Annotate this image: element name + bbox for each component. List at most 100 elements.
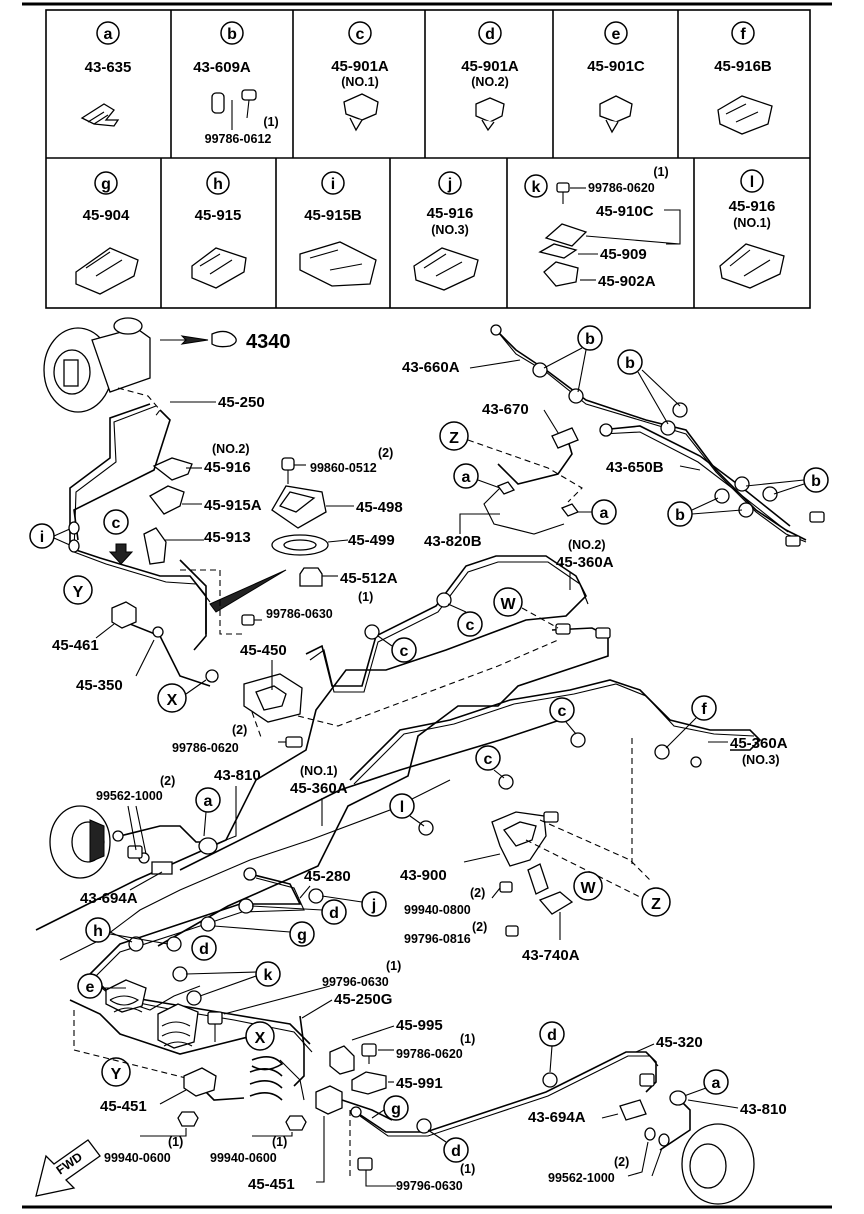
- front-brake-pipes: [69, 403, 211, 687]
- svg-text:Y: Y: [111, 1066, 122, 1083]
- callout-X-upper: X: [157, 679, 207, 713]
- svg-text:l: l: [750, 174, 754, 191]
- svg-text:a: a: [462, 469, 471, 486]
- label-45-450: 45-450: [240, 642, 287, 659]
- label-45-499: 45-499: [348, 532, 395, 549]
- svg-text:(1): (1): [272, 1135, 287, 1149]
- svg-text:j: j: [371, 897, 376, 914]
- bolt-icon: [556, 182, 570, 193]
- label-99786-0630: 99786-0630: [266, 607, 333, 621]
- parts-catalog-grid: [45, 9, 811, 309]
- bolt-icon: [357, 1157, 373, 1171]
- clip-icon: [599, 95, 633, 123]
- callout-c-mid-2: c: [377, 635, 417, 663]
- label-43-810-right: 43-810: [740, 1101, 787, 1118]
- catalog-cell-d: d 45-901A (NO.2): [461, 21, 519, 132]
- callout-c-rear-1: c: [549, 697, 577, 735]
- svg-text:b: b: [585, 331, 595, 348]
- catalog-letter: a: [104, 26, 113, 43]
- svg-text:(NO.1): (NO.1): [341, 75, 379, 89]
- clip-icon: [719, 243, 785, 289]
- callout-a-upper-2: a: [574, 499, 617, 525]
- label-45-250G: 45-250G: [334, 991, 392, 1008]
- svg-text:d: d: [199, 941, 209, 958]
- callout-h: h: [85, 917, 169, 945]
- callout-g-lower: g: [371, 1095, 409, 1121]
- catalog-cell-f: f 45-916B: [714, 21, 773, 135]
- callout-c-rear-2: c: [475, 745, 505, 779]
- svg-text:h: h: [93, 923, 103, 940]
- svg-text:99786-0620: 99786-0620: [588, 181, 655, 195]
- label-45-512A: 45-512A: [340, 570, 398, 587]
- callout-a-lower-left: a: [195, 787, 221, 837]
- clip-icon: [152, 457, 193, 481]
- svg-text:(NO.3): (NO.3): [431, 223, 469, 237]
- svg-text:b: b: [811, 473, 821, 490]
- svg-text:(1): (1): [386, 959, 401, 973]
- svg-text:(NO.3): (NO.3): [742, 753, 780, 767]
- callout-d-lower: d: [539, 1021, 565, 1073]
- brake-booster-icon: [43, 317, 161, 419]
- label-43-660A: 43-660A: [402, 359, 460, 376]
- callout-g-mid: g: [213, 921, 315, 947]
- label-45-913: 45-913: [204, 529, 251, 546]
- svg-text:W: W: [580, 880, 596, 897]
- callout-i: i: [29, 521, 80, 553]
- label-99796-0816: 99796-0816: [404, 932, 471, 946]
- label-99562-1000-right: 99562-1000: [548, 1171, 615, 1185]
- label-45-320: 45-320: [656, 1034, 703, 1051]
- nut-icon: [285, 1115, 307, 1131]
- coil-pipe-right: [157, 1003, 199, 1049]
- clip-icon: [149, 485, 185, 515]
- callout-Z-lower: Z: [641, 887, 671, 917]
- label-99796-0630: 99796-0630: [322, 975, 389, 989]
- clip-icon: [299, 241, 377, 287]
- svg-text:f: f: [701, 701, 707, 718]
- svg-text:(NO.2): (NO.2): [212, 442, 250, 456]
- hand-pointer-icon: [160, 330, 237, 348]
- label-45-498: 45-498: [356, 499, 403, 516]
- k-part-45-909: 45-909: [600, 246, 647, 263]
- block-45-451-left: [183, 1067, 217, 1097]
- clip-icon: [75, 247, 139, 295]
- rear-upper-pipes: [483, 329, 807, 543]
- svg-text:a: a: [204, 793, 213, 810]
- block-45-451-right: [315, 1085, 343, 1115]
- svg-text:W: W: [500, 596, 516, 613]
- callout-Y-lower: Y: [101, 1057, 131, 1087]
- callout-f: f: [665, 695, 717, 749]
- svg-text:a: a: [712, 1075, 721, 1092]
- svg-text:e: e: [612, 26, 621, 43]
- svg-text:(2): (2): [378, 446, 393, 460]
- svg-text:Z: Z: [651, 896, 661, 913]
- label-99940-0600-left: 99940-0600: [104, 1151, 171, 1165]
- label-45-280: 45-280: [304, 868, 351, 885]
- bolt-icon: [361, 1043, 377, 1057]
- label-45-360A-no1: 45-360A: [290, 780, 348, 797]
- svg-text:b: b: [675, 507, 685, 524]
- svg-text:(1): (1): [460, 1032, 475, 1046]
- clip-icon: [211, 92, 225, 114]
- callout-e: e: [77, 973, 126, 999]
- label-43-694A-right: 43-694A: [528, 1109, 586, 1126]
- label-43-810: 43-810: [214, 767, 261, 784]
- svg-text:45-915B: 45-915B: [304, 207, 362, 224]
- catalog-cell-j: j 45-916 (NO.3): [413, 171, 479, 291]
- svg-text:(1): (1): [358, 590, 373, 604]
- svg-text:d: d: [329, 905, 339, 922]
- bolt-icon: [285, 736, 303, 748]
- svg-text:d: d: [451, 1143, 461, 1160]
- brake-disc-icon: [49, 805, 111, 879]
- catalog-cell-b: b 43-609A (1) 99786-0612: [193, 21, 279, 146]
- bolt-icon: [127, 845, 143, 859]
- callout-b-1: b: [543, 325, 603, 393]
- svg-text:(1): (1): [460, 1162, 475, 1176]
- callout-W-lower: W: [573, 871, 603, 901]
- label-45-451-right: 45-451: [248, 1176, 295, 1193]
- svg-text:e: e: [86, 979, 95, 996]
- svg-text:45-916: 45-916: [427, 205, 474, 222]
- svg-text:45-915: 45-915: [195, 207, 242, 224]
- label-45-360A-no2: 45-360A: [556, 554, 614, 571]
- clip-icon: [343, 93, 379, 121]
- svg-text:(NO.1): (NO.1): [300, 764, 338, 778]
